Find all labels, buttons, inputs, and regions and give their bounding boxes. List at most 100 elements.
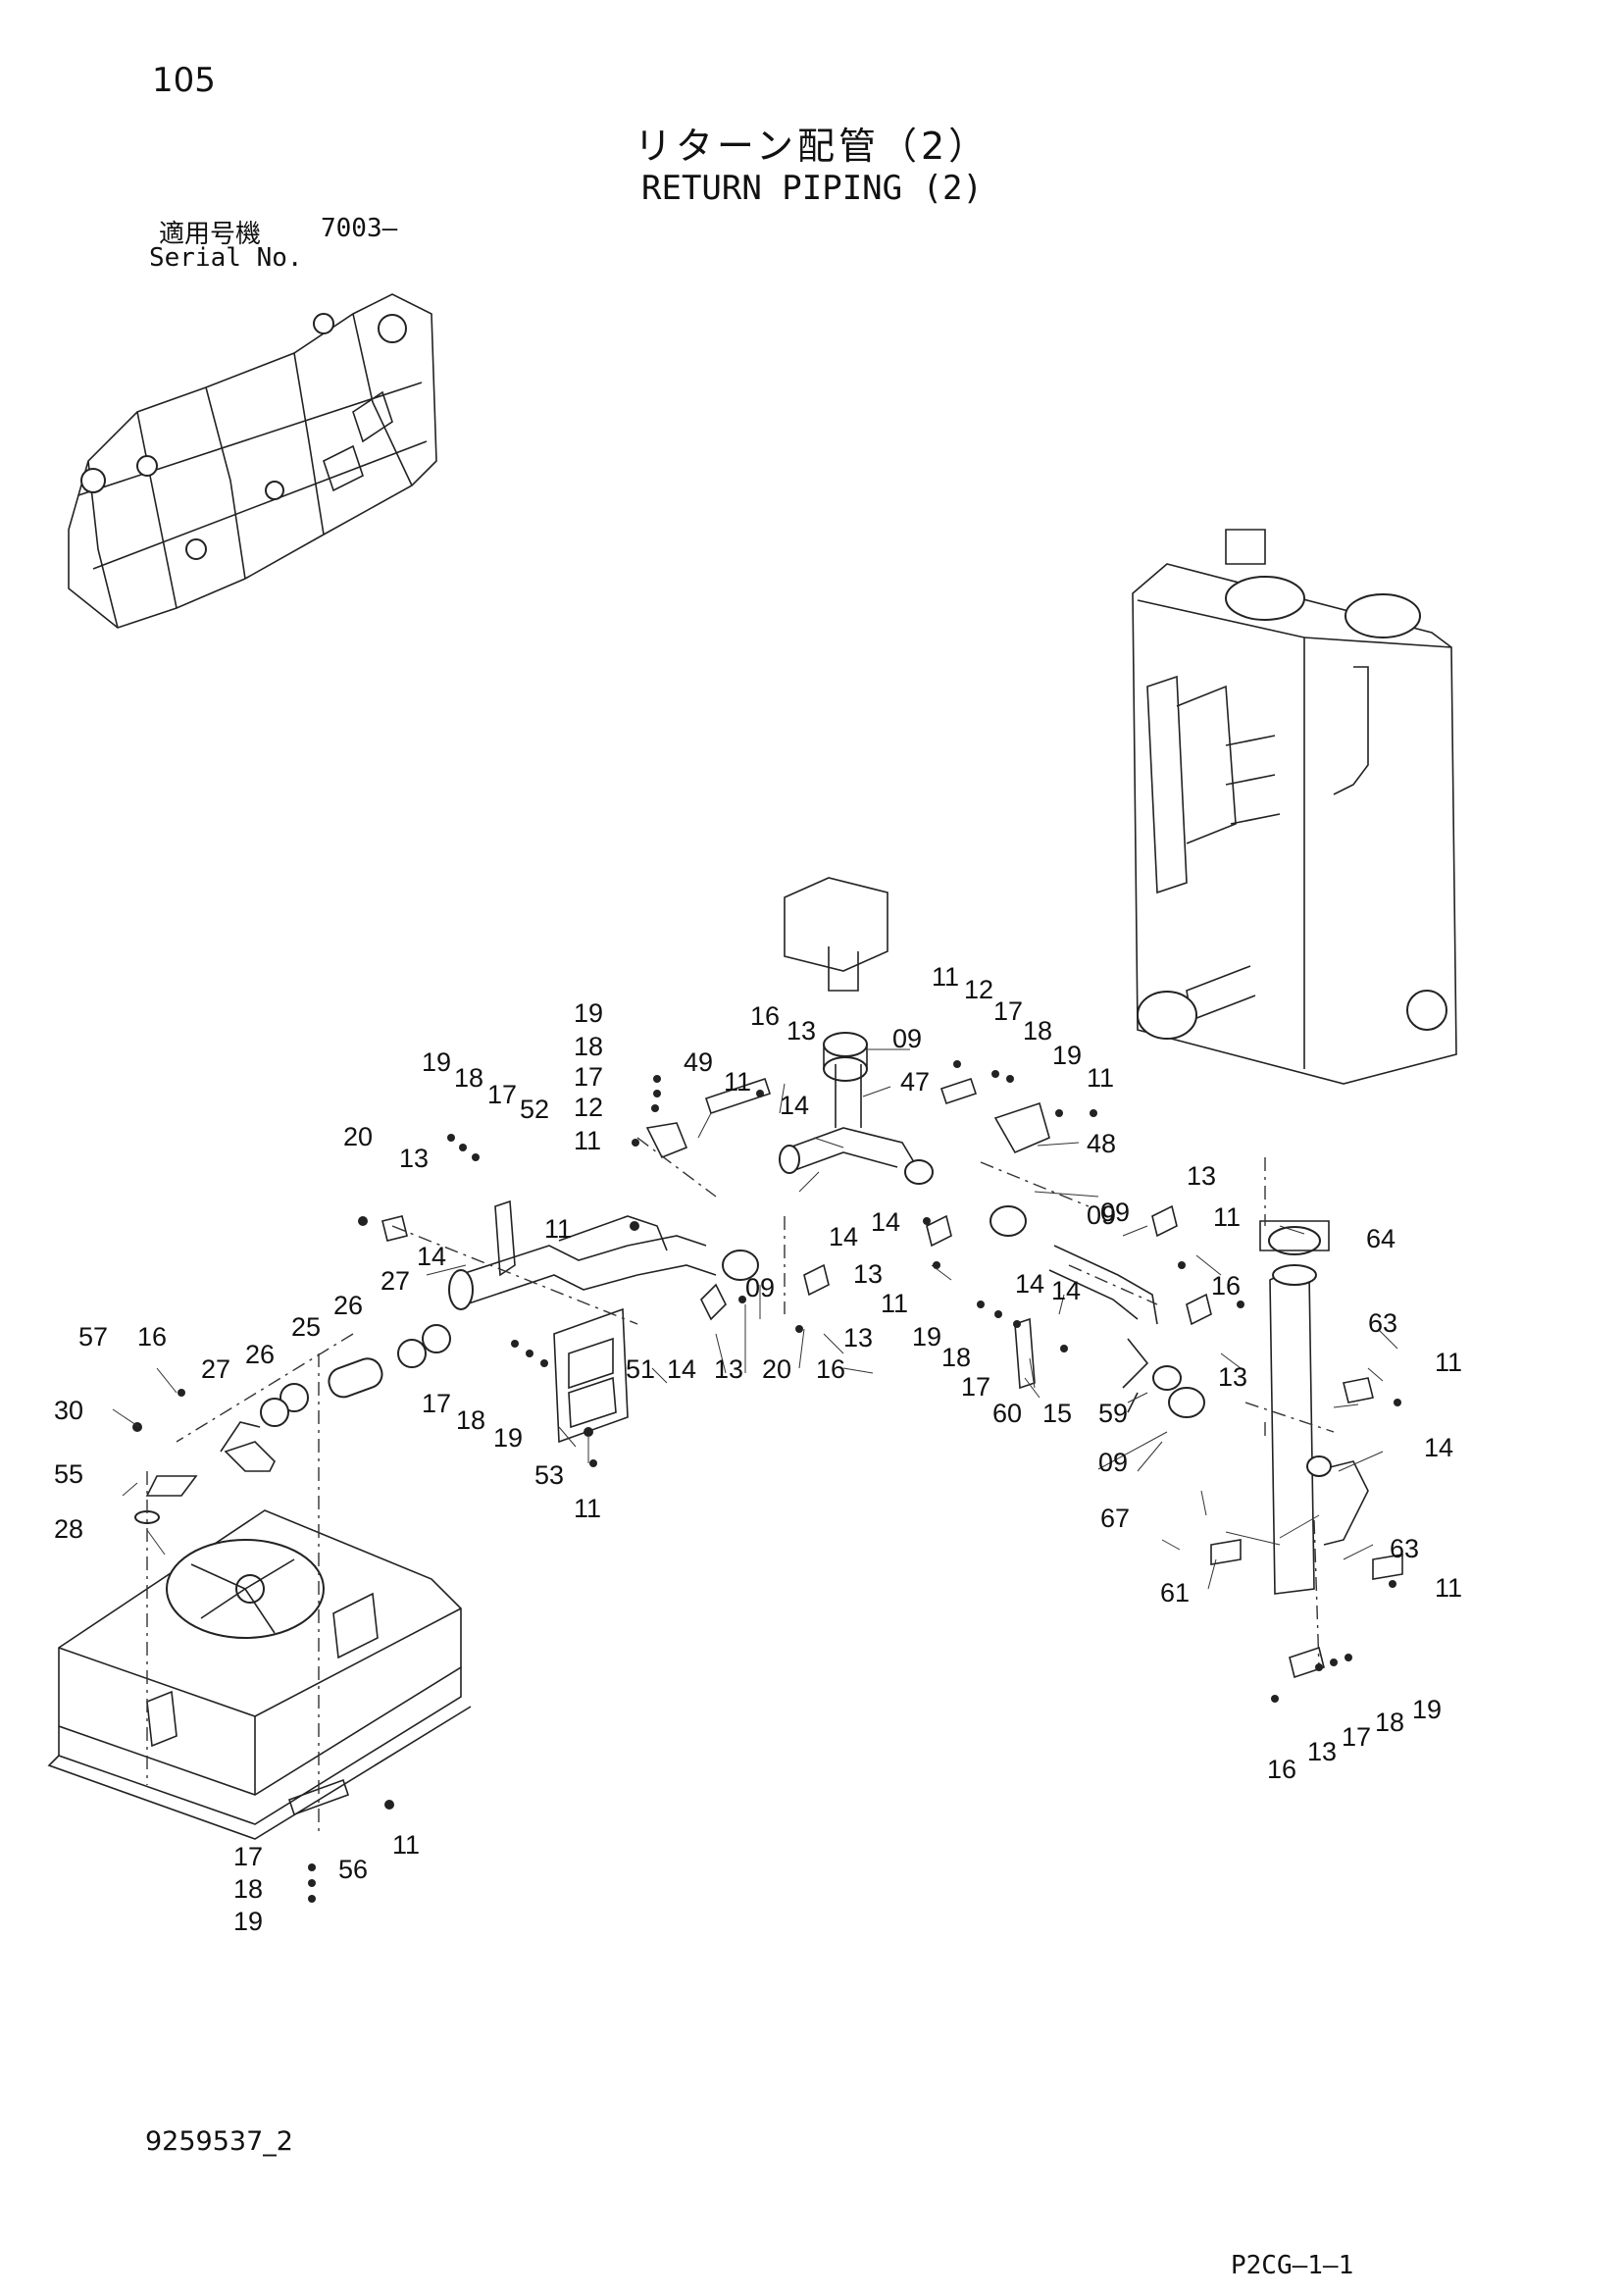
callout-c11: 11 <box>932 962 959 992</box>
serial-number: 7003– <box>321 214 398 243</box>
callout-c32: 11 <box>1213 1202 1241 1232</box>
callout-c59: 13 <box>714 1354 743 1384</box>
callout-c54: 17 <box>422 1389 451 1418</box>
callout-c33: 09 <box>745 1273 775 1302</box>
callout-c66: 09 <box>1098 1448 1128 1477</box>
callout-c13: 17 <box>993 996 1023 1026</box>
callout-c15: 19 <box>1052 1041 1082 1070</box>
callout-c14: 18 <box>1023 1016 1052 1046</box>
callout-c51: 27 <box>201 1354 230 1384</box>
callout-c30: 09 <box>1087 1200 1116 1230</box>
callout-c77: 19 <box>1412 1695 1442 1724</box>
callout-c18: 14 <box>780 1091 809 1120</box>
callout-c20: 19 <box>422 1047 451 1077</box>
callout-c43: 19 <box>912 1322 941 1352</box>
callout-c19: 48 <box>1087 1129 1116 1158</box>
callout-c35: 11 <box>881 1289 908 1318</box>
callout-c36: 64 <box>1366 1224 1396 1253</box>
callout-c41: 14 <box>1051 1276 1081 1305</box>
fittings-and-clamps <box>134 1077 1403 1816</box>
callout-c81: 16 <box>1267 1755 1296 1784</box>
callout-c29: 14 <box>871 1207 900 1237</box>
callout-c03: 17 <box>574 1062 603 1092</box>
callout-c22: 17 <box>487 1080 517 1109</box>
callout-c06: 49 <box>684 1047 713 1077</box>
callout-c45: 17 <box>961 1372 990 1402</box>
page-number: 105 <box>152 61 216 100</box>
callout-c25: 20 <box>343 1122 373 1151</box>
callout-c62: 13 <box>843 1323 873 1352</box>
callout-c07: 11 <box>724 1067 751 1097</box>
callout-c72: 11 <box>574 1494 601 1523</box>
callout-c76: 11 <box>1435 1573 1462 1603</box>
callout-c17: 47 <box>900 1067 930 1097</box>
callout-c50: 16 <box>137 1322 167 1352</box>
callout-c63: 60 <box>992 1399 1022 1428</box>
callout-c70: 28 <box>54 1514 83 1544</box>
callout-c38: 26 <box>333 1291 363 1320</box>
callout-c49: 57 <box>78 1322 108 1352</box>
callout-c46: 13 <box>1218 1362 1247 1392</box>
page-title-english: RETURN PIPING (2) <box>641 169 983 208</box>
serial-label-japanese: 適用号機 <box>159 220 262 249</box>
callout-c83: 18 <box>233 1874 263 1904</box>
callout-c74: 61 <box>1160 1578 1190 1607</box>
callout-c85: 56 <box>338 1855 368 1884</box>
callout-c86: 11 <box>392 1830 420 1860</box>
page-title-japanese: リターン配管（2） <box>634 125 990 168</box>
hydraulic-tank <box>1132 529 1457 1085</box>
callout-c16: 11 <box>1087 1063 1114 1093</box>
callout-c68: 30 <box>54 1396 83 1425</box>
part-callouts: 19 18 17 12 11 49 11 16 13 09 11 12 17 1… <box>54 962 1462 1936</box>
callout-c75: 63 <box>1390 1534 1419 1563</box>
callout-c48: 11 <box>1435 1348 1462 1377</box>
callout-c80: 13 <box>1307 1737 1337 1766</box>
callout-c31: 13 <box>1187 1161 1216 1191</box>
callout-c52: 26 <box>245 1340 275 1369</box>
callout-c39: 14 <box>1015 1269 1044 1299</box>
callout-leaders <box>112 1048 1398 1590</box>
return-pipe-run <box>220 1064 1369 1595</box>
callout-c27: 14 <box>417 1242 446 1271</box>
cooler-assembly <box>47 1509 472 1840</box>
callout-c53: 25 <box>291 1312 321 1342</box>
callout-c08: 16 <box>750 1001 780 1031</box>
callout-c65: 59 <box>1098 1399 1128 1428</box>
riser-pipe <box>784 877 888 1082</box>
callout-c10: 09 <box>892 1024 922 1053</box>
callout-c58: 14 <box>667 1354 696 1384</box>
callout-c57: 51 <box>626 1354 655 1384</box>
callout-c01: 19 <box>574 998 603 1028</box>
callout-c78: 18 <box>1375 1708 1404 1737</box>
callout-c42: 16 <box>1211 1271 1241 1301</box>
callout-c37: 27 <box>381 1266 410 1296</box>
serial-label-english: Serial No. <box>149 243 303 273</box>
callout-c71: 53 <box>534 1460 564 1490</box>
assembly-centerlines <box>146 1137 1335 1834</box>
callout-c21: 18 <box>454 1063 483 1093</box>
callout-c05: 11 <box>574 1126 601 1155</box>
callout-c84: 19 <box>233 1907 263 1936</box>
callout-c67: 14 <box>1424 1433 1453 1462</box>
callout-c47: 63 <box>1368 1308 1397 1338</box>
callout-c82: 17 <box>233 1842 263 1871</box>
callout-c02: 18 <box>574 1032 603 1061</box>
callout-c34: 13 <box>853 1259 883 1289</box>
callout-c09: 13 <box>787 1016 816 1046</box>
callout-c12: 12 <box>964 975 993 1004</box>
callout-c55: 18 <box>456 1405 485 1435</box>
page-code: P2CG–1–1 <box>1231 2251 1354 2280</box>
callout-c04: 12 <box>574 1093 603 1122</box>
callout-c44: 18 <box>941 1343 971 1372</box>
callout-c73: 67 <box>1100 1504 1130 1533</box>
callout-c60: 20 <box>762 1354 791 1384</box>
callout-c40: 09 <box>1100 1198 1130 1227</box>
callout-c26: 13 <box>399 1144 429 1173</box>
callout-c69: 55 <box>54 1459 83 1489</box>
callout-c23: 52 <box>520 1095 549 1124</box>
callout-c79: 17 <box>1342 1722 1371 1752</box>
callout-c28: 14 <box>829 1222 858 1251</box>
document-id: 9259537_2 <box>145 2126 293 2157</box>
machine-frame-thumbnail <box>68 293 437 629</box>
